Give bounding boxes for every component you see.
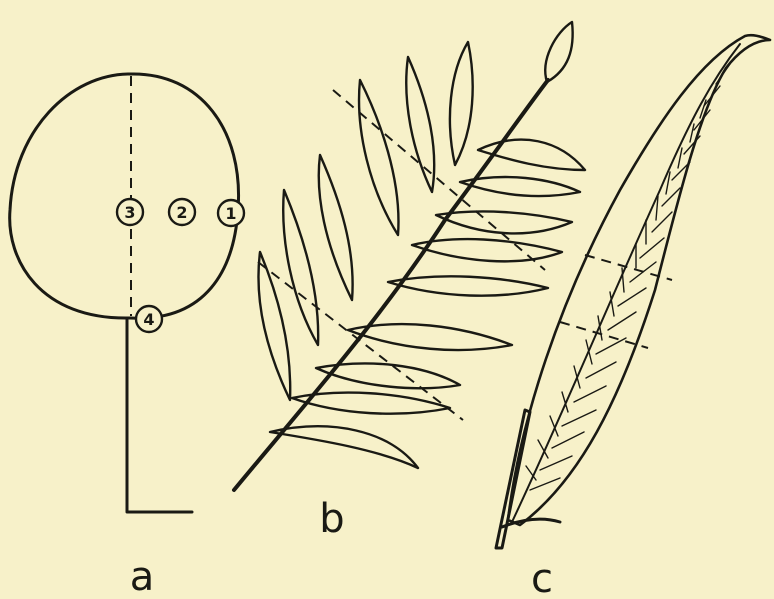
- leaflet-outline: [10, 74, 239, 318]
- leaflet: [359, 80, 398, 235]
- leaflet: [436, 211, 572, 233]
- panel-c-label: c: [531, 556, 553, 599]
- point-1-label: 1: [225, 204, 236, 223]
- leaflet: [478, 140, 585, 170]
- leaflet: [388, 276, 548, 295]
- panel-a-diagram: 3 2 1 4 a: [10, 74, 244, 599]
- upper-leaflets: [258, 22, 572, 400]
- leaflet: [450, 42, 473, 165]
- point-2-label: 2: [176, 203, 187, 222]
- leaflet: [319, 155, 353, 300]
- panel-b-diagram: b: [234, 22, 585, 542]
- leaf-blade: [508, 35, 770, 525]
- point-3-label: 3: [124, 203, 135, 222]
- leaflet: [348, 324, 512, 350]
- panel-c-diagram: c: [496, 35, 770, 599]
- sampling-mark-2: [560, 322, 648, 348]
- leaflet: [545, 22, 572, 82]
- leaflet: [270, 426, 418, 468]
- leaflet: [412, 239, 562, 261]
- point-4-label: 4: [143, 310, 154, 329]
- petiole-stand: [127, 320, 192, 512]
- panel-b-label: b: [319, 496, 344, 542]
- point-4-marker: 4: [136, 306, 162, 332]
- point-1-marker: 1: [218, 200, 244, 226]
- leaflet: [292, 393, 450, 414]
- leaflet: [460, 177, 580, 196]
- panel-a-label: a: [130, 554, 155, 599]
- point-3-marker: 3: [117, 199, 143, 225]
- point-2-marker: 2: [169, 199, 195, 225]
- leaf-petiole: [496, 410, 560, 548]
- leaflet: [283, 190, 318, 345]
